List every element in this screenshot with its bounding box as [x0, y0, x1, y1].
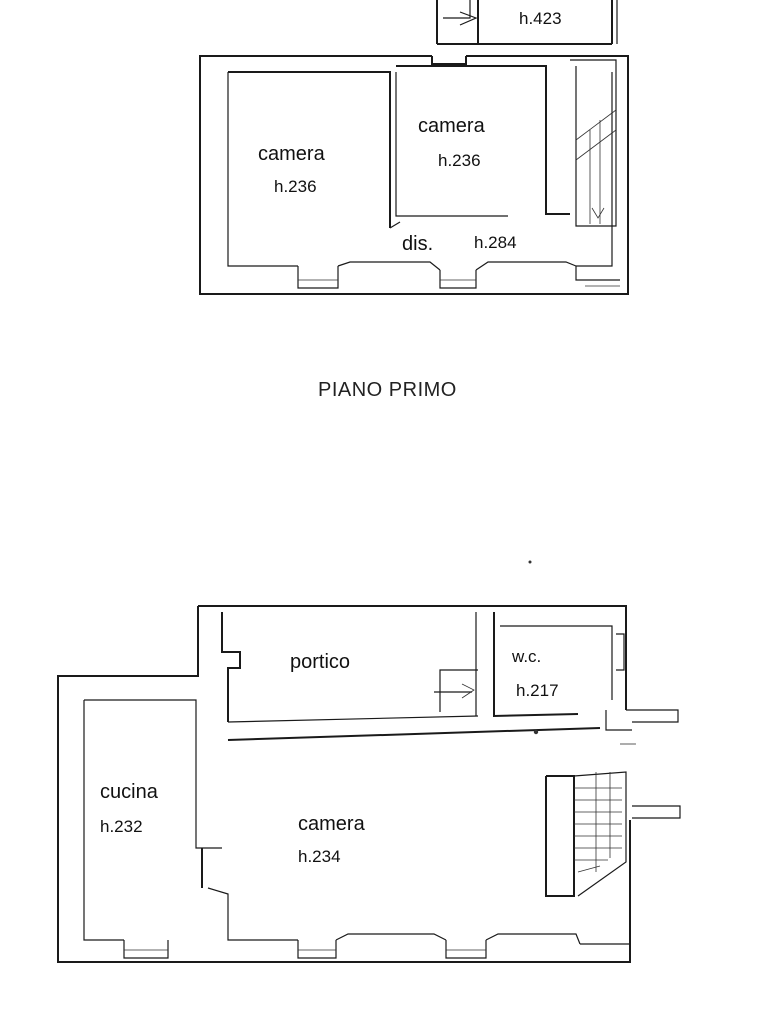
upper-partitions: [228, 59, 617, 229]
lower-room-height: h.234: [298, 847, 341, 866]
upper-floor-plan: h.423: [199, 0, 629, 295]
corridor-name: dis.: [402, 233, 433, 255]
upper-left-room-height: h.236: [274, 177, 317, 196]
lower-staircase: [545, 743, 636, 897]
corridor-height: h.284: [474, 233, 517, 252]
speck-mark: [528, 560, 532, 564]
lower-partitions: [201, 612, 625, 888]
wc-height: h.217: [516, 681, 559, 700]
floor-title: PIANO PRIMO: [318, 379, 457, 401]
top-fragment: h.423: [436, 0, 618, 45]
lower-floor-plan: portico w.c. h.217 cucina h.232 camera h…: [57, 605, 681, 963]
upper-center-room-name: camera: [418, 115, 486, 137]
lower-room-name: camera: [298, 813, 366, 835]
wall-mark: [533, 729, 539, 735]
kitchen-height: h.232: [100, 817, 143, 836]
wc-name: w.c.: [511, 647, 541, 666]
upper-center-room-height: h.236: [438, 151, 481, 170]
lower-outer-walls: [57, 605, 681, 963]
kitchen-name: cucina: [100, 781, 159, 803]
upper-outer-walls: [199, 55, 629, 295]
upper-left-room-name: camera: [258, 143, 326, 165]
portico-name: portico: [290, 651, 350, 673]
top-room-height-label: h.423: [519, 9, 562, 28]
